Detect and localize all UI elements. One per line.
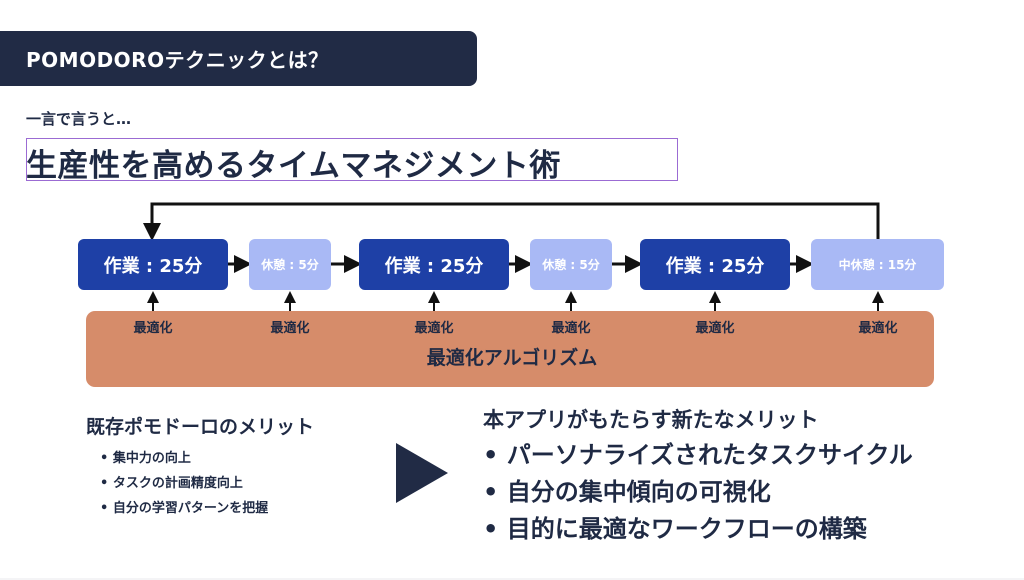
list-item: タスクの計画精度向上 [100, 473, 268, 498]
list-item: パーソナライズされたタスクサイクル [483, 437, 913, 474]
headline-highlight-box [26, 138, 678, 181]
list-item: 自分の学習パターンを把握 [100, 498, 268, 523]
existing-merits-list: 集中力の向上 タスクの計画精度向上 自分の学習パターンを把握 [100, 448, 268, 523]
new-merits-list: パーソナライズされたタスクサイクル 自分の集中傾向の可視化 目的に最適なワークフ… [483, 437, 913, 548]
existing-merits-title: 既存ポモドーロのメリット [86, 416, 315, 438]
loop-back-arrow [143, 202, 880, 241]
title-bar: POMODOROテクニックとは？ [0, 31, 477, 86]
optimize-label: 最適化 [270, 321, 310, 336]
new-merits-title: 本アプリがもたらす新たなメリット [483, 408, 819, 432]
optimize-label: 最適化 [858, 321, 898, 336]
flow-node-work-1: 作業 : 25分 [78, 239, 228, 290]
algorithm-label: 最適化アルゴリズム [426, 347, 598, 369]
optimize-label: 最適化 [551, 321, 591, 336]
flow-node-rest-2: 休憩 : 5分 [530, 239, 612, 290]
slide-title: POMODOROテクニックとは？ [26, 48, 329, 72]
optimize-label: 最適化 [695, 321, 735, 336]
algorithm-block [86, 311, 934, 387]
list-item: 集中力の向上 [100, 448, 268, 473]
flow-node-work-3: 作業 : 25分 [640, 239, 790, 290]
play-arrow-icon [396, 443, 448, 503]
headline: 生産性を高めるタイムマネジメント術 [26, 148, 561, 184]
optimize-label: 最適化 [133, 321, 173, 336]
flow-node-rest-1: 休憩 : 5分 [249, 239, 331, 290]
intro-text: 一言で言うと… [26, 110, 132, 128]
flow-node-work-2: 作業 : 25分 [359, 239, 509, 290]
list-item: 目的に最適なワークフローの構築 [483, 511, 913, 548]
flow-node-long-break: 中休憩 : 15分 [811, 239, 944, 290]
list-item: 自分の集中傾向の可視化 [483, 474, 913, 511]
optimize-label: 最適化 [414, 321, 454, 336]
